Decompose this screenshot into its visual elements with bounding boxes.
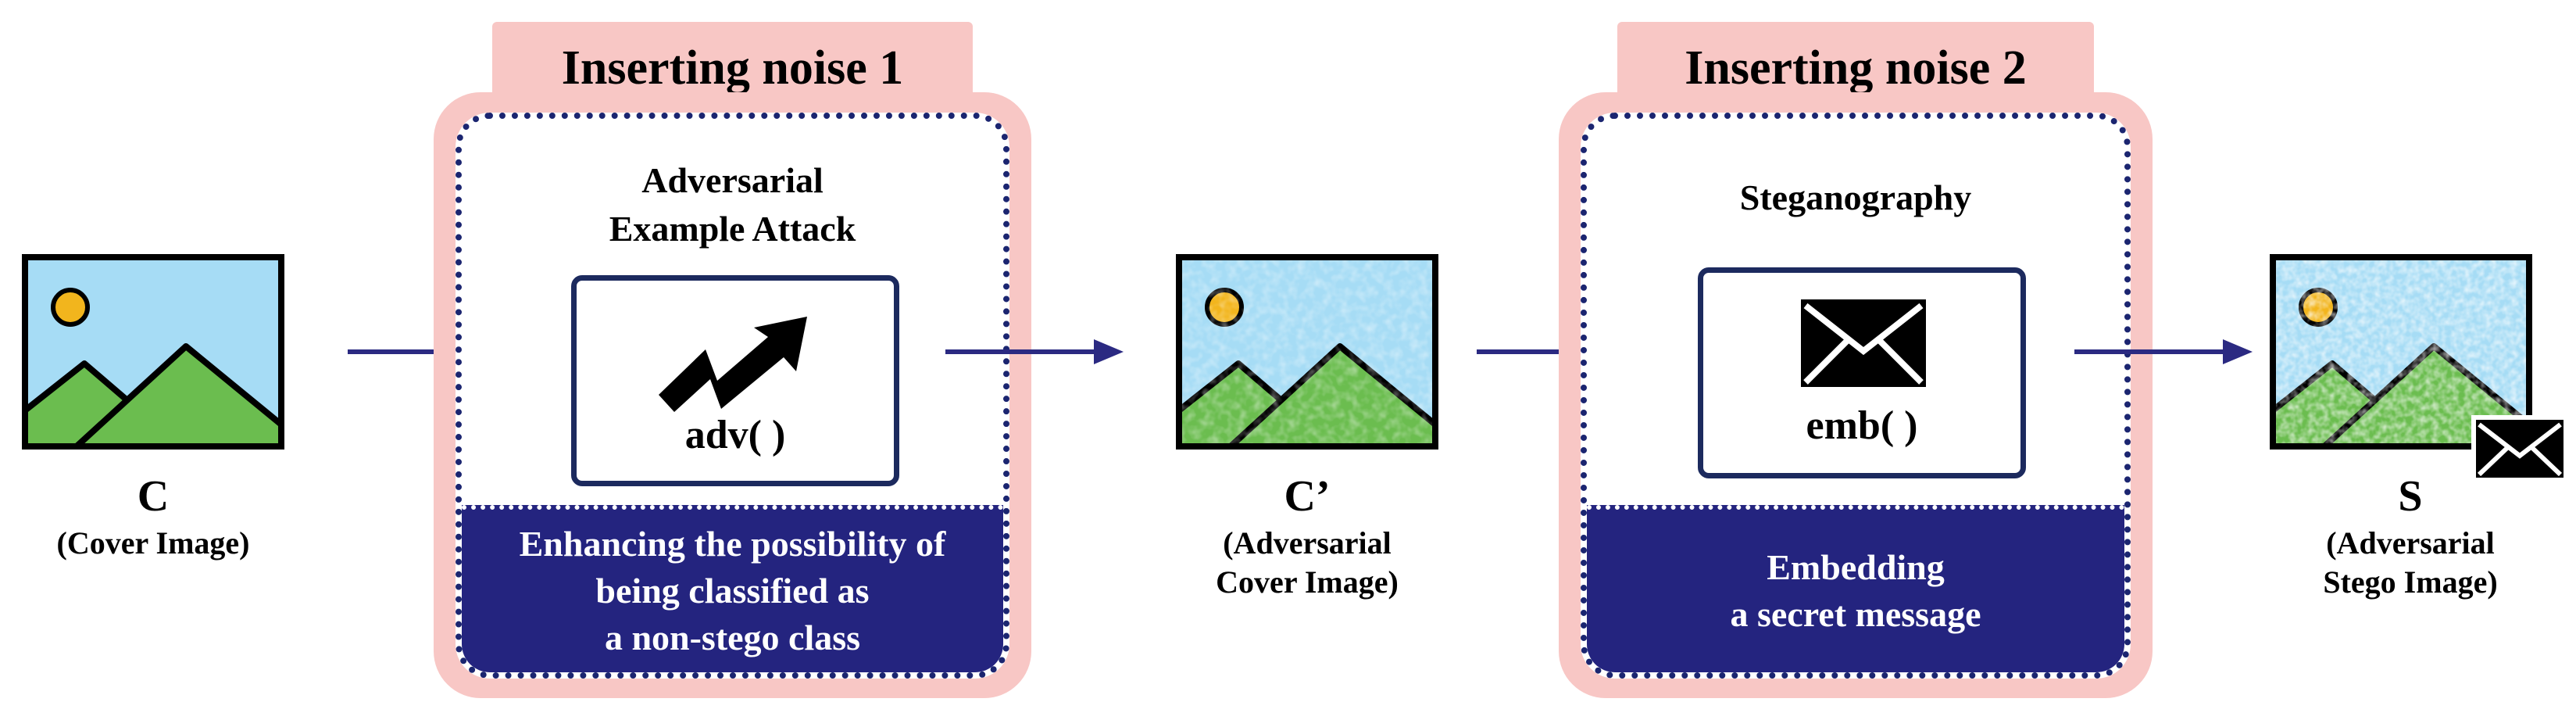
- noise1-inner: Adversarial Example Attack adv( ) Enhanc…: [456, 113, 1009, 679]
- cover-image-icon: [22, 254, 284, 450]
- emb-function-box: emb( ): [1698, 267, 2026, 478]
- noise1-title-line2: Example Attack: [609, 209, 856, 249]
- cover-symbol: C: [137, 472, 170, 521]
- noise2-title: Steganography: [1587, 174, 2124, 222]
- zigzag-arrow-icon: [659, 317, 807, 412]
- adversarial-cover-symbol: C’: [1284, 472, 1331, 521]
- noise2-block: Steganography emb( ) Embedding a secret …: [1559, 92, 2153, 698]
- emb-function-label: emb( ): [1806, 403, 1918, 448]
- noise2-description: Embedding a secret message: [1587, 505, 2124, 672]
- stego-envelope-icon: [2471, 415, 2568, 482]
- adversarial-stego-image-icon: [2270, 254, 2568, 482]
- adversarial-cover-caption: C’ (Adversarial Cover Image): [1149, 469, 1466, 602]
- arrow-4: [2074, 339, 2253, 364]
- noise2-title-text: Steganography: [1739, 177, 1972, 217]
- noise1-description: Enhancing the possibility of being class…: [462, 505, 1003, 672]
- adversarial-cover-image-icon: [1176, 254, 1438, 450]
- cover-caption-text: (Cover Image): [56, 525, 250, 561]
- adversarial-stego-symbol: S: [2398, 472, 2423, 521]
- noise1-title-line1: Adversarial: [641, 160, 824, 200]
- noise1-title: Adversarial Example Attack: [462, 156, 1003, 253]
- adversarial-cover-caption-line2: Cover Image): [1216, 564, 1399, 600]
- noise2-desc-line1: Embedding: [1767, 547, 1945, 588]
- noise1-desc-line3: a non-stego class: [604, 617, 861, 657]
- adversarial-stego-caption-line1: (Adversarial: [2326, 525, 2495, 561]
- cover-caption: C (Cover Image): [0, 469, 306, 563]
- adversarial-cover-caption-line1: (Adversarial: [1223, 525, 1392, 561]
- adversarial-stego-caption-line2: Stego Image): [2323, 564, 2498, 600]
- noise2-desc-line2: a secret message: [1730, 594, 1981, 634]
- envelope-icon: [1801, 299, 1926, 387]
- adv-function-label: adv( ): [684, 413, 786, 457]
- noise2-inner: Steganography emb( ) Embedding a secret …: [1581, 113, 2131, 679]
- arrow-2: [945, 339, 1124, 364]
- noise1-block: Adversarial Example Attack adv( ) Enhanc…: [434, 92, 1031, 698]
- adv-function-box: adv( ): [571, 275, 899, 486]
- noise1-desc-line2: being classified as: [595, 571, 870, 611]
- adversarial-stego-caption: S (Adversarial Stego Image): [2250, 469, 2571, 602]
- noise1-desc-line1: Enhancing the possibility of: [519, 524, 946, 564]
